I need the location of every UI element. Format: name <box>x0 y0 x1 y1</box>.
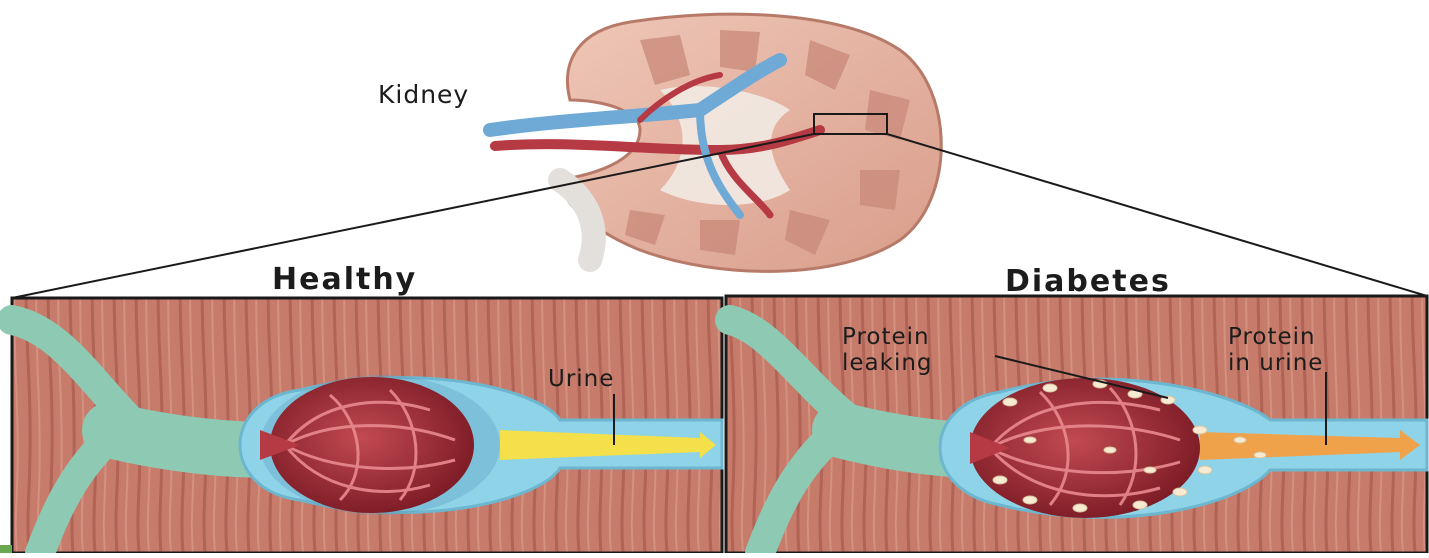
healthy-panel <box>12 298 722 553</box>
corner-mark <box>0 545 12 553</box>
diabetes-title: Diabetes <box>1005 264 1171 299</box>
urine-label: Urine <box>548 366 614 392</box>
kidney-label: Kidney <box>378 80 469 109</box>
healthy-title: Healthy <box>272 262 417 297</box>
protein-leaking-label: Protein leaking <box>842 324 933 376</box>
kidney-illustration <box>490 14 941 271</box>
protein-in-urine-label: Protein in urine <box>1228 324 1323 376</box>
